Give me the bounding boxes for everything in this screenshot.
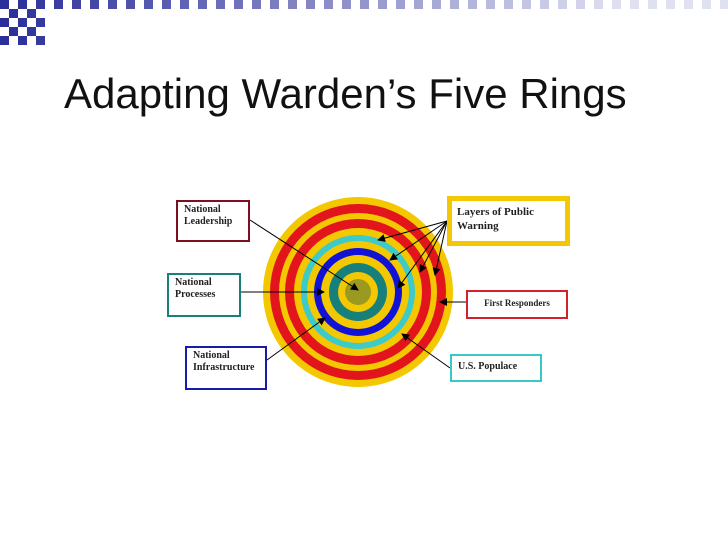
ring-core [345,279,371,305]
header-checker-pattern [0,0,728,45]
arrow-warning-4 [419,220,448,273]
national-leadership-label: National Leadership [176,200,250,242]
arrow-warning-1 [389,220,448,261]
national-processes-label: National Processes [167,273,241,317]
arrow-warning-3 [397,220,448,289]
national-infrastructure-label: National Infrastructure [185,346,267,390]
first-responders-label: First Responders [466,290,568,319]
us-populace-label: U.S. Populace [450,354,542,382]
slide-title: Adapting Warden’s Five Rings [64,70,627,117]
arrow-leadership [249,219,359,291]
arrow-populace [401,333,451,369]
arrow-warning-2 [377,220,448,242]
arrow-warning-5 [432,220,448,276]
layers-of-public-warning-label: Layers of Public Warning [447,196,570,246]
arrow-infrastructure [266,317,326,361]
